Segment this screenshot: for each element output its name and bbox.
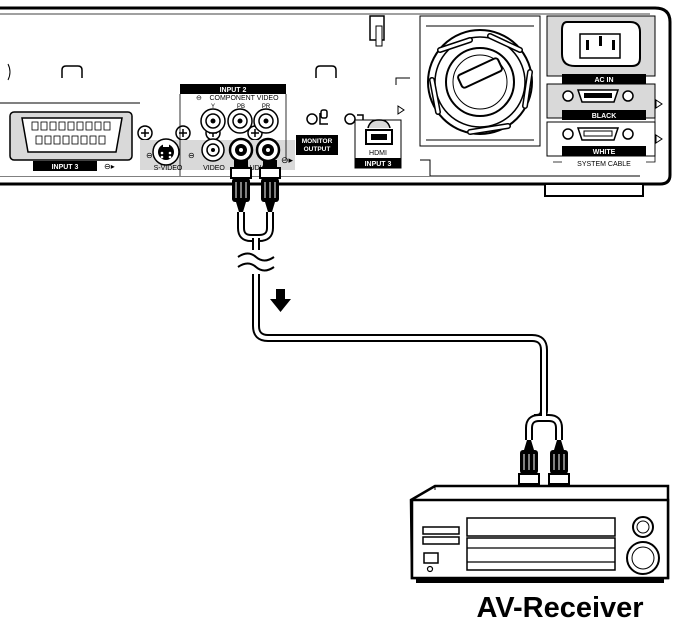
white-label: WHITE xyxy=(593,149,616,156)
rca-plug-right-top xyxy=(259,160,281,212)
scart-connector xyxy=(9,111,133,161)
black-label: BLACK xyxy=(592,113,617,120)
output-label: OUTPUT xyxy=(304,146,331,153)
rca-plug-left-bottom xyxy=(518,440,540,492)
ac-inlet xyxy=(546,15,656,77)
receiver-led-icon xyxy=(426,565,434,573)
white-label-bg xyxy=(562,146,646,156)
video-label: VIDEO xyxy=(203,165,225,172)
component-video-label: COMPONENT VIDEO xyxy=(209,95,279,102)
audio-output-jacks xyxy=(228,137,281,163)
component-pr-label: PR xyxy=(262,104,271,110)
audio-cable xyxy=(230,160,570,492)
hdmi-label: HDMI xyxy=(369,150,387,157)
component-arrow-icon: ⊖ xyxy=(196,95,202,102)
input3-hdmi-label-bg xyxy=(355,158,401,168)
monitor-output-label-bg xyxy=(296,135,338,155)
system-cable-label: SYSTEM CABLE xyxy=(577,161,631,168)
monitor-label: MONITOR xyxy=(302,138,333,145)
receiver-button-icon xyxy=(423,552,439,564)
down-arrow-icon xyxy=(270,289,291,312)
scart-arrow-icon: ⊖▸ xyxy=(104,162,115,171)
rear-panel: INPUT 3 ⊖▸ ⊖ S-VIDEO INPUT 2 ⊖ xyxy=(0,6,672,197)
rca-plug-left-top xyxy=(230,160,252,212)
black-label-bg xyxy=(562,110,646,120)
video-jack xyxy=(201,138,225,162)
s-video-arrow-icon: ⊖ xyxy=(146,151,153,160)
component-y-label: Y xyxy=(211,104,215,110)
input3-scart-label-bg xyxy=(33,161,97,171)
input2-label: INPUT 2 xyxy=(220,87,247,94)
component-pb-label: PB xyxy=(237,104,245,110)
rca-plug-right-bottom xyxy=(548,440,570,492)
s-video-jack xyxy=(152,138,180,166)
s-video-label: S-VIDEO xyxy=(154,165,183,172)
cable-break-icon xyxy=(237,252,275,272)
video-arrow-icon: ⊖ xyxy=(188,151,195,160)
av-receiver xyxy=(409,484,670,583)
input3-scart-label: INPUT 3 xyxy=(52,164,79,171)
input2-label-bg xyxy=(180,84,286,94)
fan-vent xyxy=(419,15,541,147)
ground-icon xyxy=(306,113,318,125)
ac-in-label-bg xyxy=(562,74,646,84)
receiver-small-knob-icon xyxy=(632,516,654,538)
audio-label: AUDIO xyxy=(245,165,268,172)
component-video-jacks xyxy=(200,108,279,134)
receiver-label: AV-Receiver xyxy=(476,592,644,624)
input3-hdmi-label: INPUT 3 xyxy=(365,161,392,168)
ac-in-label: AC IN xyxy=(594,77,613,84)
audio-arrow-icon: ⊖▸ xyxy=(281,155,294,165)
lock-icon xyxy=(319,113,328,125)
